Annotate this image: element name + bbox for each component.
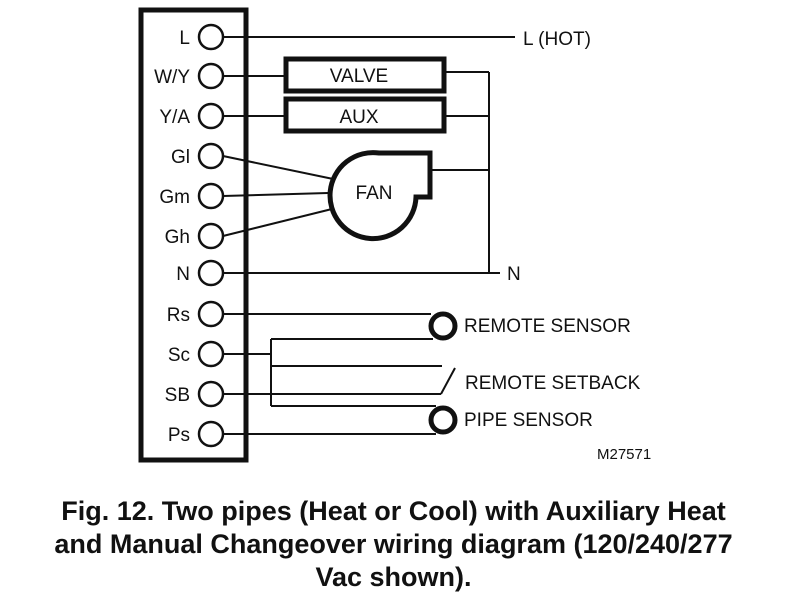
pipe-sensor-label: PIPE SENSOR xyxy=(464,410,593,431)
terminal-label-SB: SB xyxy=(165,385,190,406)
wire-fan-high xyxy=(222,207,337,237)
caption-line-2: and Manual Changeover wiring diagram (12… xyxy=(54,529,733,559)
terminal-circle-L xyxy=(197,23,225,51)
terminal-label-Rs: Rs xyxy=(167,305,190,326)
terminal-Rs: Rs xyxy=(167,300,225,328)
caption-line-1: Fig. 12. Two pipes (Heat or Cool) with A… xyxy=(61,496,726,526)
terminal-label-Ps: Ps xyxy=(168,425,190,446)
wiring-diagram: L W/Y Y/A Gl Gm Gh N Rs Sc SB Ps xyxy=(138,7,651,463)
terminal-Gl: Gl xyxy=(171,142,225,170)
terminal-circle-SB xyxy=(197,380,225,408)
valve-label: VALVE xyxy=(330,66,388,87)
terminal-label-WY: W/Y xyxy=(154,67,190,88)
terminal-label-N: N xyxy=(176,264,190,285)
remote-sensor-icon xyxy=(428,311,458,341)
terminal-label-Gm: Gm xyxy=(159,187,190,208)
hot-label: L (HOT) xyxy=(523,29,591,50)
wire-fan-med xyxy=(222,192,329,197)
figure-caption: Fig. 12. Two pipes (Heat or Cool) with A… xyxy=(0,495,787,594)
terminal-label-Sc: Sc xyxy=(168,345,190,366)
terminal-SB: SB xyxy=(165,380,225,408)
terminal-circle-Sc xyxy=(197,340,225,368)
setback-switch-blade xyxy=(440,367,456,395)
terminal-WY: W/Y xyxy=(154,62,225,90)
terminal-label-Gl: Gl xyxy=(171,147,190,168)
neutral-label: N xyxy=(507,264,521,285)
terminal-circle-Gm xyxy=(197,182,225,210)
terminal-circle-Ps xyxy=(197,420,225,448)
terminal-circle-N xyxy=(197,259,225,287)
fan-label: FAN xyxy=(356,183,393,204)
terminal-circle-Gh xyxy=(197,222,225,250)
terminal-Gh: Gh xyxy=(165,222,225,250)
wire-fan-low xyxy=(222,155,339,181)
terminal-label-L: L xyxy=(179,28,190,49)
terminal-block xyxy=(138,7,249,463)
terminal-L: L xyxy=(179,23,225,51)
terminal-circle-Gl xyxy=(197,142,225,170)
pipe-sensor-icon xyxy=(428,405,458,435)
aux-label: AUX xyxy=(339,107,378,128)
remote-sensor-label: REMOTE SENSOR xyxy=(464,316,631,337)
terminal-circle-YA xyxy=(197,102,225,130)
terminal-label-YA: Y/A xyxy=(159,107,190,128)
fan-housing xyxy=(327,150,433,242)
caption-line-3: Vac shown). xyxy=(315,562,472,592)
terminal-Sc: Sc xyxy=(168,340,225,368)
terminal-YA: Y/A xyxy=(159,102,225,130)
terminal-N: N xyxy=(176,259,225,287)
terminal-label-Gh: Gh xyxy=(165,227,190,248)
terminal-circle-Rs xyxy=(197,300,225,328)
aux-box xyxy=(283,96,447,134)
figure-code: M27571 xyxy=(597,446,651,463)
wires xyxy=(222,36,515,435)
terminal-Gm: Gm xyxy=(159,182,225,210)
valve-box xyxy=(283,56,447,94)
terminal-circle-WY xyxy=(197,62,225,90)
remote-setback-label: REMOTE SETBACK xyxy=(465,373,641,394)
terminal-Ps: Ps xyxy=(168,420,225,448)
